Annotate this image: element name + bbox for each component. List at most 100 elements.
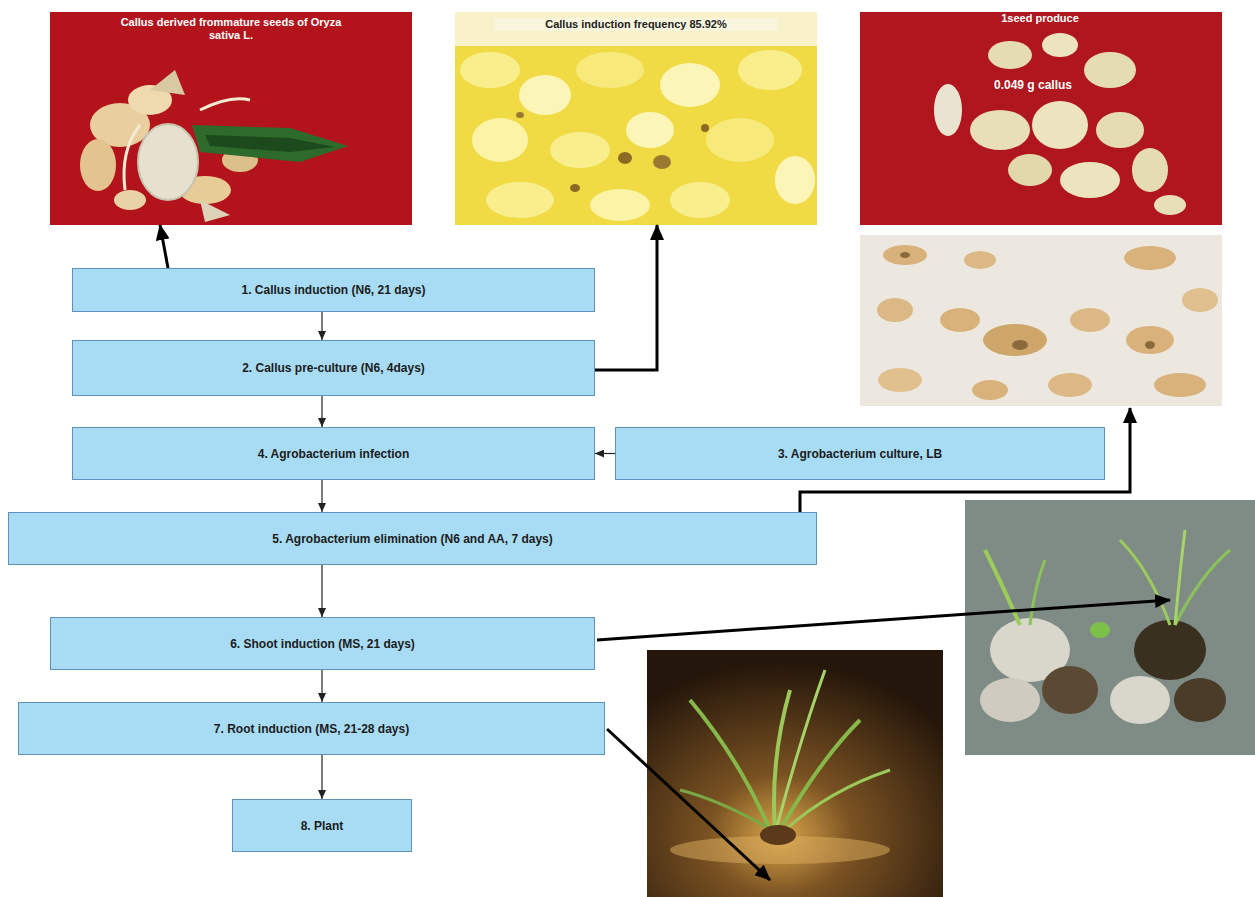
illustration-shape bbox=[455, 12, 817, 225]
step-label: 4. Agrobacterium infection bbox=[258, 447, 410, 461]
process-box: 4. Agrobacterium infection bbox=[72, 427, 595, 480]
illustration-shape bbox=[883, 245, 927, 265]
illustration-shape bbox=[138, 124, 198, 200]
illustration-shape bbox=[1154, 195, 1186, 215]
illustration-shape bbox=[516, 112, 524, 118]
illustration-shape bbox=[660, 63, 720, 107]
illustration-shape bbox=[205, 135, 335, 152]
photo-arrow bbox=[160, 225, 168, 268]
illustration-shape bbox=[785, 770, 890, 830]
illustration-shape bbox=[860, 235, 1222, 406]
illustration-shape bbox=[1175, 530, 1185, 625]
leader-arrow bbox=[597, 600, 1170, 640]
illustration-shape bbox=[1132, 148, 1168, 192]
illustration-shape bbox=[626, 112, 674, 148]
process-box: 2. Callus pre-culture (N6, 4days) bbox=[72, 340, 595, 396]
illustration-shape bbox=[738, 50, 802, 90]
illustration-shape bbox=[460, 52, 520, 88]
illustration-shape bbox=[776, 670, 825, 830]
photo-arrow bbox=[595, 225, 657, 370]
illustration-shape bbox=[983, 324, 1047, 356]
illustration-shape bbox=[934, 84, 962, 136]
illustration-shape bbox=[486, 182, 554, 218]
illustration-shape bbox=[760, 825, 796, 845]
flow-arrow bbox=[321, 480, 322, 512]
illustration-shape bbox=[940, 308, 980, 332]
shoot-regeneration-photo bbox=[965, 500, 1255, 755]
illustration-shape bbox=[472, 118, 528, 162]
illustration-shape bbox=[150, 70, 185, 95]
illustration-shape bbox=[964, 251, 996, 269]
flow-arrow bbox=[321, 755, 322, 799]
illustration-shape bbox=[200, 99, 250, 110]
illustration-shape bbox=[1126, 326, 1174, 354]
photo-panel: Callus derived frommature seeds of Oryza… bbox=[50, 12, 412, 225]
process-box: 3. Agrobacterium culture, LB bbox=[615, 427, 1105, 480]
illustration-shape bbox=[1060, 162, 1120, 198]
illustration-shape bbox=[570, 184, 580, 192]
illustration-shape bbox=[192, 125, 348, 162]
step-label: 5. Agrobacterium elimination (N6 and AA,… bbox=[272, 532, 553, 546]
illustration-shape bbox=[200, 200, 230, 222]
illustration-shape bbox=[1182, 288, 1218, 312]
illustration-shape bbox=[653, 155, 671, 169]
illustration-shape bbox=[706, 118, 774, 162]
illustration-shape bbox=[1124, 246, 1176, 270]
flow-arrow bbox=[321, 312, 322, 340]
illustration-shape bbox=[1145, 341, 1155, 349]
illustration-shape bbox=[1174, 678, 1226, 722]
photo-caption: 0.049 g callus bbox=[978, 78, 1088, 92]
flow-arrow bbox=[321, 396, 322, 427]
process-box: 7. Root induction (MS, 21-28 days) bbox=[18, 702, 605, 755]
illustration-shape bbox=[519, 75, 571, 115]
illustration-shape bbox=[1134, 620, 1206, 680]
step-label: 1. Callus induction (N6, 21 days) bbox=[241, 283, 425, 297]
illustration-shape bbox=[1070, 308, 1110, 332]
illustration-shape bbox=[1012, 340, 1028, 350]
callus-mass-photo bbox=[455, 12, 817, 225]
process-box: 1. Callus induction (N6, 21 days) bbox=[72, 268, 595, 312]
illustration-shape bbox=[647, 650, 943, 897]
illustration-shape bbox=[1042, 33, 1078, 57]
illustration-shape bbox=[1110, 676, 1170, 724]
illustration-shape bbox=[550, 132, 610, 168]
photo-caption: Callus induction frequency 85.92% bbox=[495, 18, 777, 31]
photo-caption: Callus derived frommature seeds of Oryza… bbox=[120, 16, 342, 42]
illustration-shape bbox=[701, 124, 709, 132]
photo-panel: Callus induction frequency 85.92% bbox=[455, 12, 817, 225]
illustration-shape bbox=[1090, 622, 1110, 638]
process-box: 5. Agrobacterium elimination (N6 and AA,… bbox=[8, 512, 817, 565]
illustration-shape bbox=[1030, 560, 1045, 625]
illustration-shape bbox=[670, 182, 730, 218]
illustration-shape bbox=[988, 41, 1032, 69]
illustration-shape bbox=[690, 700, 770, 830]
illustration-shape bbox=[965, 500, 1255, 755]
photo-caption: 1seed produce bbox=[980, 12, 1100, 25]
illustration-shape bbox=[50, 12, 412, 225]
illustration-shape bbox=[860, 12, 1222, 225]
illustration-shape bbox=[576, 52, 644, 88]
illustration-shape bbox=[1048, 373, 1092, 397]
illustration-shape bbox=[1096, 112, 1144, 148]
step-label: 7. Root induction (MS, 21-28 days) bbox=[214, 722, 409, 736]
illustration-shape bbox=[455, 12, 817, 46]
flow-arrow bbox=[595, 453, 615, 454]
flow-arrow bbox=[321, 565, 322, 617]
step-label: 8. Plant bbox=[301, 819, 344, 833]
illustration-shape bbox=[1120, 540, 1170, 625]
illustration-shape bbox=[590, 189, 650, 221]
illustration-shape bbox=[900, 252, 910, 258]
rooted-plantlet-photo bbox=[647, 650, 943, 897]
illustration-shape bbox=[1042, 666, 1098, 714]
seed-callus-photo bbox=[50, 12, 412, 225]
illustration-shape bbox=[775, 156, 815, 204]
illustration-shape bbox=[1175, 550, 1230, 625]
illustration-shape bbox=[972, 380, 1008, 400]
illustration-shape bbox=[980, 678, 1040, 722]
illustration-shape bbox=[618, 152, 632, 164]
step-label: 3. Agrobacterium culture, LB bbox=[778, 447, 942, 461]
illustration-shape bbox=[970, 110, 1030, 150]
flow-arrow bbox=[321, 670, 322, 702]
leader-arrow bbox=[607, 729, 770, 880]
illustration-shape bbox=[80, 139, 116, 191]
